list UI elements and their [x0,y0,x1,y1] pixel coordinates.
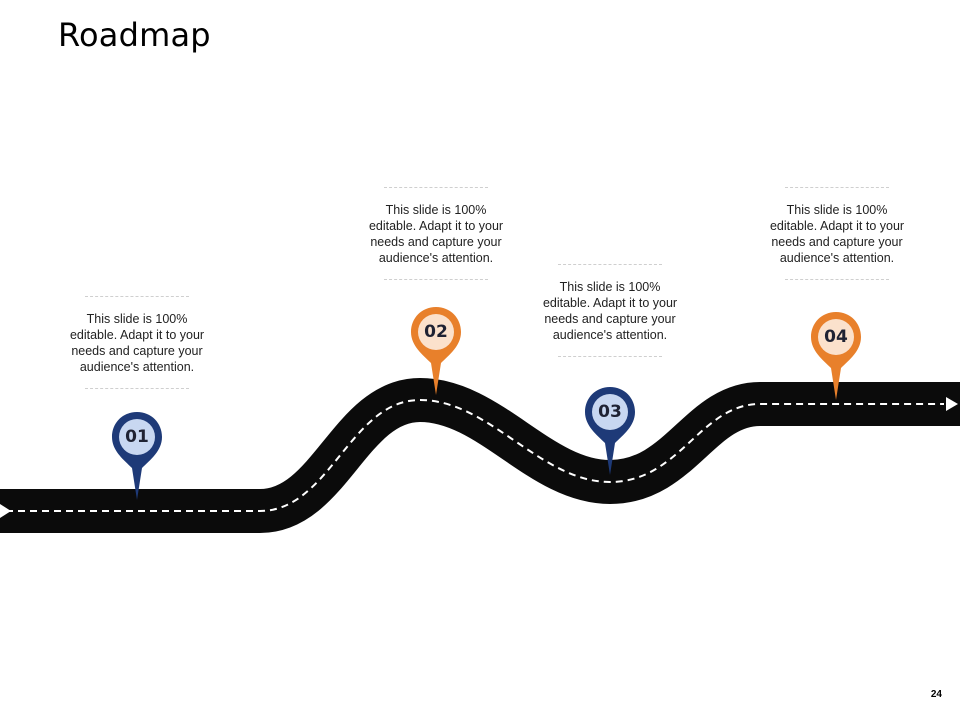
page-number: 24 [930,689,942,700]
road-lane-marking [6,398,944,512]
milestone-03-text: This slide is 100% editable. Adapt it to… [542,280,678,342]
milestone-02-number: 02 [424,322,448,342]
milestone-01-number: 01 [125,427,149,447]
milestone-04-text: This slide is 100% editable. Adapt it to… [769,203,905,265]
map-pin-icon [112,412,162,500]
callout-rule-top [785,187,889,188]
callout-rule-bottom [384,279,488,280]
milestone-02-callout: This slide is 100% editable. Adapt it to… [361,187,511,280]
end-arrow-icon [946,397,958,411]
callout-rule-top [384,187,488,188]
callout-rule-bottom [785,279,889,280]
milestone-04-number: 04 [824,327,848,347]
callout-rule-bottom [558,356,662,357]
map-pin-icon [811,312,861,400]
milestone-03-callout: This slide is 100% editable. Adapt it to… [535,264,685,357]
milestone-01-callout: This slide is 100% editable. Adapt it to… [62,296,212,389]
callout-rule-top [558,264,662,265]
page-title: Roadmap [58,16,211,54]
milestone-04-callout: This slide is 100% editable. Adapt it to… [762,187,912,280]
milestone-03-pin[interactable]: 03 [583,385,637,477]
milestone-01-pin[interactable]: 01 [110,410,164,502]
callout-rule-top [85,296,189,297]
milestone-04-pin[interactable]: 04 [809,310,863,402]
map-pin-icon [411,307,461,395]
milestone-03-number: 03 [598,402,622,422]
start-arrow-icon [0,504,11,518]
milestone-02-text: This slide is 100% editable. Adapt it to… [368,203,504,265]
milestone-01-text: This slide is 100% editable. Adapt it to… [69,312,205,374]
map-pin-icon [585,387,635,475]
callout-rule-bottom [85,388,189,389]
milestone-02-pin[interactable]: 02 [409,305,463,397]
